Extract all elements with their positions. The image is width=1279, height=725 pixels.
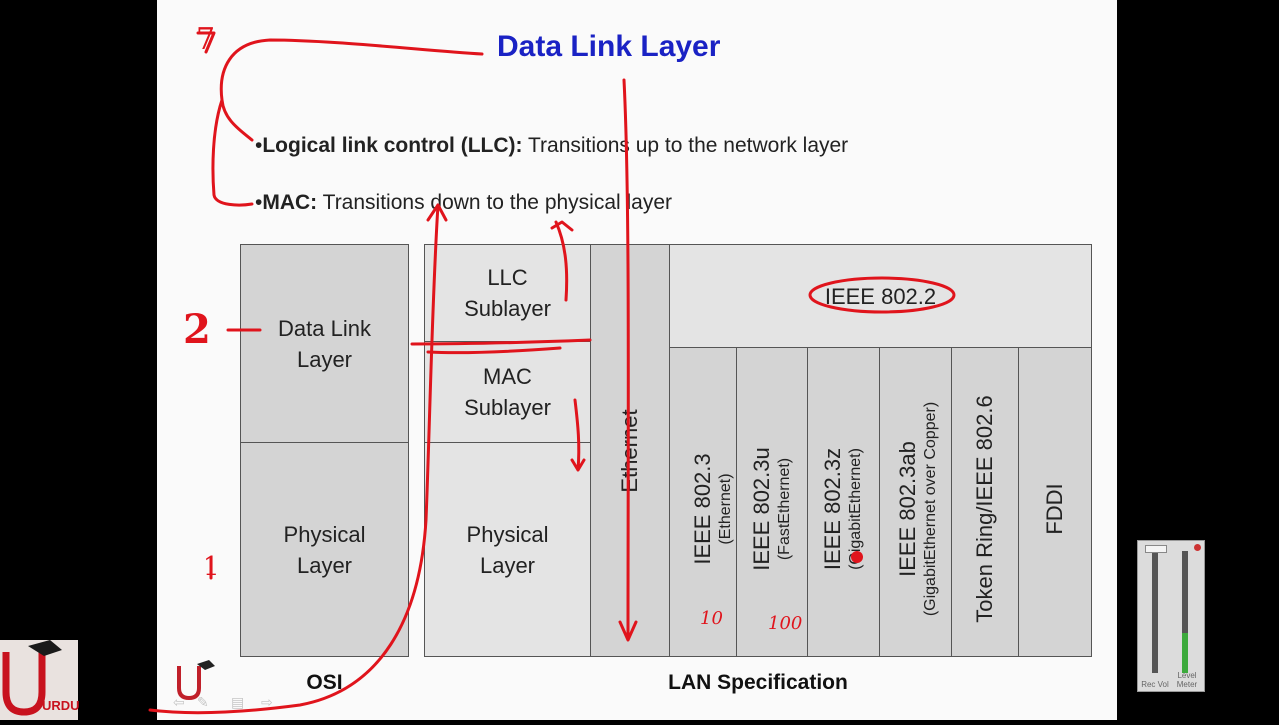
lan-physical-box: Physical Layer — [424, 442, 591, 657]
channel-logo-text: URDU — [42, 698, 80, 713]
spec-fddi-label: FDDI — [1042, 483, 1067, 535]
level-meter-widget: Rec Vol Level Meter — [1137, 540, 1205, 692]
spec-8023-label: IEEE 802.3 — [690, 453, 715, 565]
osi-data-link-label: Data Link Layer — [278, 315, 371, 372]
spec-8023ab-label: IEEE 802.3ab — [895, 441, 920, 577]
channel-logo: URDU — [0, 640, 80, 720]
spec-8023ab-text: IEEE 802.3ab (GigabitEthernet over Coppe… — [890, 361, 946, 657]
bullet-mac-text: Transitions down to the physical layer — [317, 191, 673, 214]
spec-fddi-text: FDDI — [1035, 364, 1075, 654]
osi-caption: OSI — [306, 671, 343, 694]
spec-8023z-label: IEEE 802.3z — [820, 447, 845, 571]
llc-sublayer-label: LLC Sublayer — [464, 265, 551, 321]
spec-cell-8023ab — [879, 347, 952, 657]
ink-label-2: 2 — [183, 306, 211, 353]
ink-label-100: 100 — [768, 613, 803, 634]
rec-vol-label: Rec Vol — [1141, 680, 1169, 689]
spec-token-ring-text: Token Ring/IEEE 802.6 — [965, 364, 1005, 654]
level-meter-track — [1182, 551, 1188, 673]
ink-label-10: 10 — [700, 608, 723, 629]
ethernet-label-wrap: Ethernet — [615, 351, 645, 551]
channel-logo-icon — [2, 640, 62, 716]
osi-physical-label: Physical Layer — [283, 521, 366, 578]
rec-vol-slider-handle[interactable] — [1145, 545, 1167, 553]
spec-8023z-sub: (GigabitEthernet) — [847, 448, 864, 570]
bullet-mac: •MAC: Transitions down to the physical l… — [255, 191, 673, 214]
close-icon[interactable] — [1194, 544, 1201, 551]
ieee-8022-label: IEEE 802.2 — [824, 283, 937, 309]
bullet-llc-text: Transitions up to the network layer — [522, 134, 849, 157]
osi-physical-box: Physical Layer — [240, 442, 409, 657]
llc-sublayer-box: LLC Sublayer — [424, 244, 591, 342]
level-meter-fill — [1182, 633, 1188, 673]
slide-title: Data Link Layer — [497, 30, 721, 63]
bullet-mac-term: MAC: — [262, 191, 318, 214]
ieee-8022-box: IEEE 802.2 — [669, 244, 1092, 348]
pen-icon[interactable]: ✎ — [197, 694, 209, 710]
spec-cell-8023u — [736, 347, 808, 657]
mac-sublayer-box: MAC Sublayer — [424, 341, 591, 443]
bullet-llc: •Logical link control (LLC): Transitions… — [255, 134, 849, 157]
spec-8023-sub: (Ethernet) — [717, 473, 734, 545]
ink-label-7: 7 — [196, 22, 216, 57]
next-slide-icon[interactable]: ⇨ — [261, 694, 273, 710]
spec-8023z-text: IEEE 802.3z (GigabitEthernet) — [815, 364, 871, 654]
spec-cell-fddi — [1018, 347, 1092, 657]
lan-physical-label: Physical Layer — [466, 521, 549, 578]
osi-data-link-box: Data Link Layer — [240, 244, 409, 443]
menu-icon[interactable]: ▤ — [231, 694, 245, 710]
rec-vol-track[interactable] — [1152, 551, 1158, 673]
spec-token-ring-label: Token Ring/IEEE 802.6 — [972, 395, 997, 623]
spec-8023u-text: IEEE 802.3u (FastEthernet) — [744, 364, 800, 654]
ethernet-label: Ethernet — [617, 409, 642, 493]
bullet-llc-term: Logical link control (LLC): — [262, 134, 523, 157]
lan-caption: LAN Specification — [668, 671, 848, 694]
spec-8023u-sub: (FastEthernet) — [776, 457, 793, 561]
ink-label-1: 1 — [203, 552, 220, 582]
prev-slide-icon[interactable]: ⇦ — [173, 694, 185, 710]
slide: Data Link Layer •Logical link control (L… — [157, 0, 1117, 720]
level-meter-label: Level Meter — [1176, 671, 1198, 689]
spec-cell-8023 — [669, 347, 737, 657]
spec-8023u-label: IEEE 802.3u — [749, 447, 774, 571]
spec-cell-token-ring — [951, 347, 1019, 657]
mac-sublayer-label: MAC Sublayer — [464, 364, 551, 420]
spec-8023ab-sub: (GigabitEthernet over Copper) — [922, 401, 939, 617]
